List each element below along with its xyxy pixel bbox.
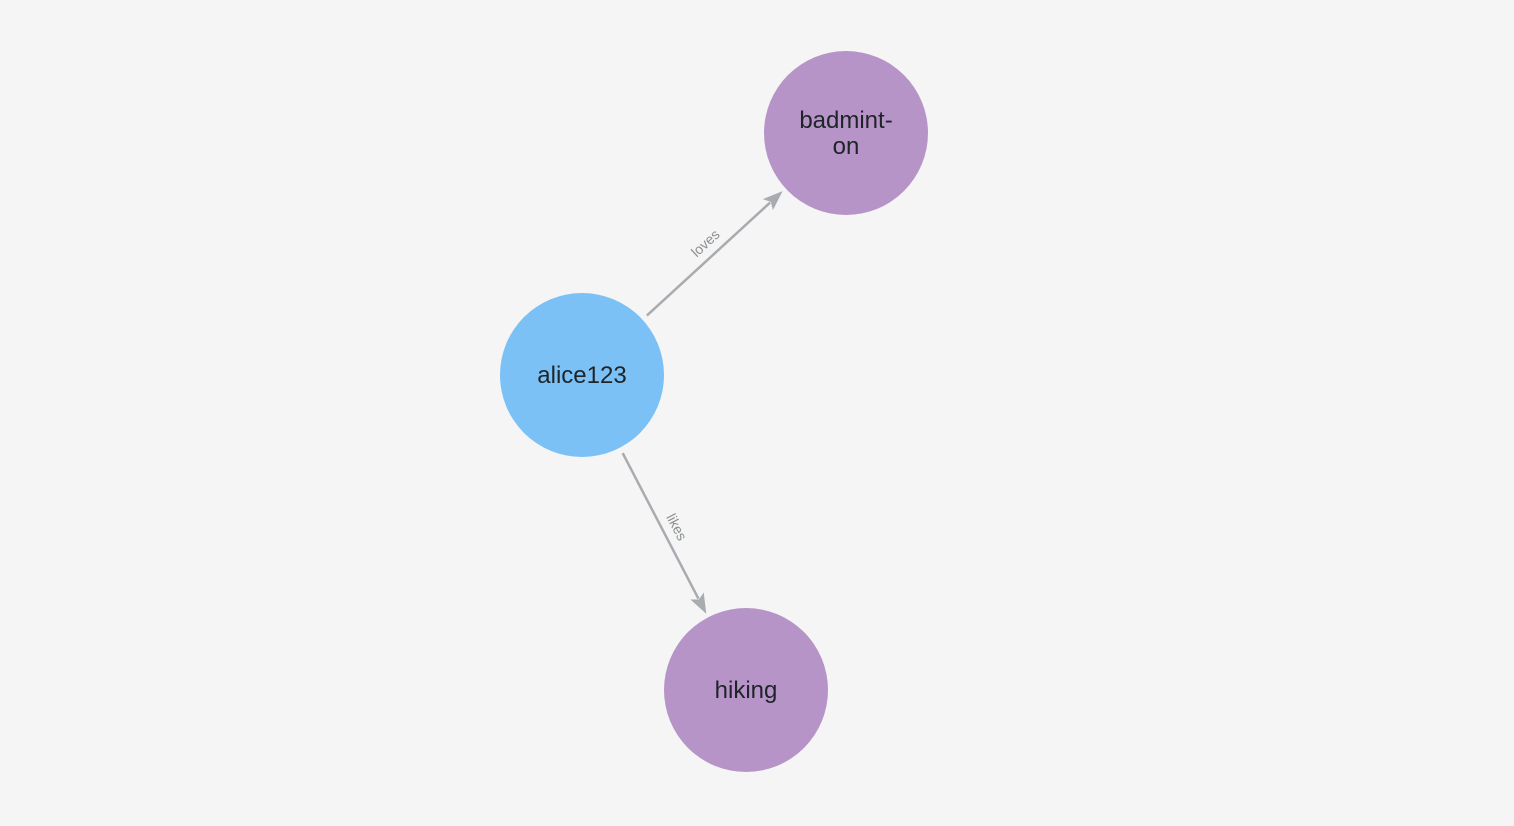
graph-edge-loves[interactable]: loves bbox=[646, 191, 783, 317]
node-circle-alice123[interactable] bbox=[500, 293, 664, 457]
edge-label-loves[interactable]: loves bbox=[688, 226, 723, 260]
edge-line[interactable] bbox=[646, 201, 771, 317]
arrowhead-icon bbox=[690, 592, 707, 614]
node-circle-badminton[interactable] bbox=[764, 51, 928, 215]
graph-node-alice123[interactable]: alice123 bbox=[500, 293, 664, 457]
graph-node-hiking[interactable]: hiking bbox=[664, 608, 828, 772]
graph-edge-likes[interactable]: likes bbox=[621, 452, 707, 614]
node-circle-hiking[interactable] bbox=[664, 608, 828, 772]
graph-node-badminton[interactable]: badmint-on bbox=[764, 51, 928, 215]
arrowhead-icon bbox=[762, 191, 783, 211]
edge-line[interactable] bbox=[621, 452, 700, 600]
